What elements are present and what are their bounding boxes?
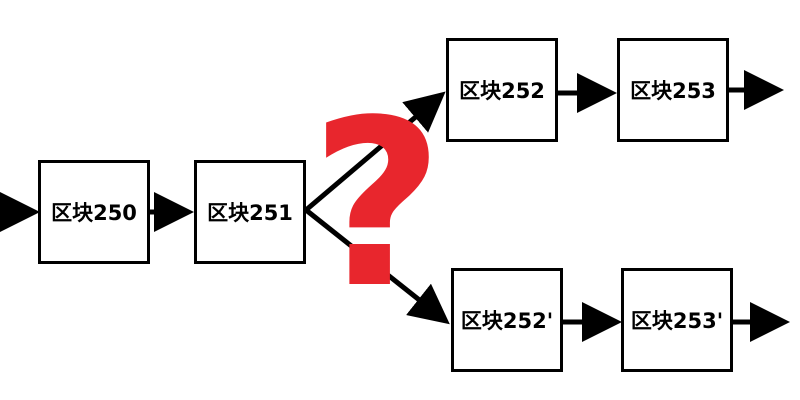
block-252-top: 区块252 [446, 38, 558, 142]
block-253-top: 区块253 [617, 38, 729, 142]
fork-arrow-top [304, 91, 446, 212]
block-253-bottom: 区块253' [621, 268, 733, 372]
block-251: 区块251 [194, 160, 306, 264]
block-252-bottom: 区块252' [451, 268, 563, 372]
fork-arrow-bottom [304, 208, 450, 325]
question-mark-icon: ? [310, 72, 444, 339]
block-250: 区块250 [38, 160, 150, 264]
